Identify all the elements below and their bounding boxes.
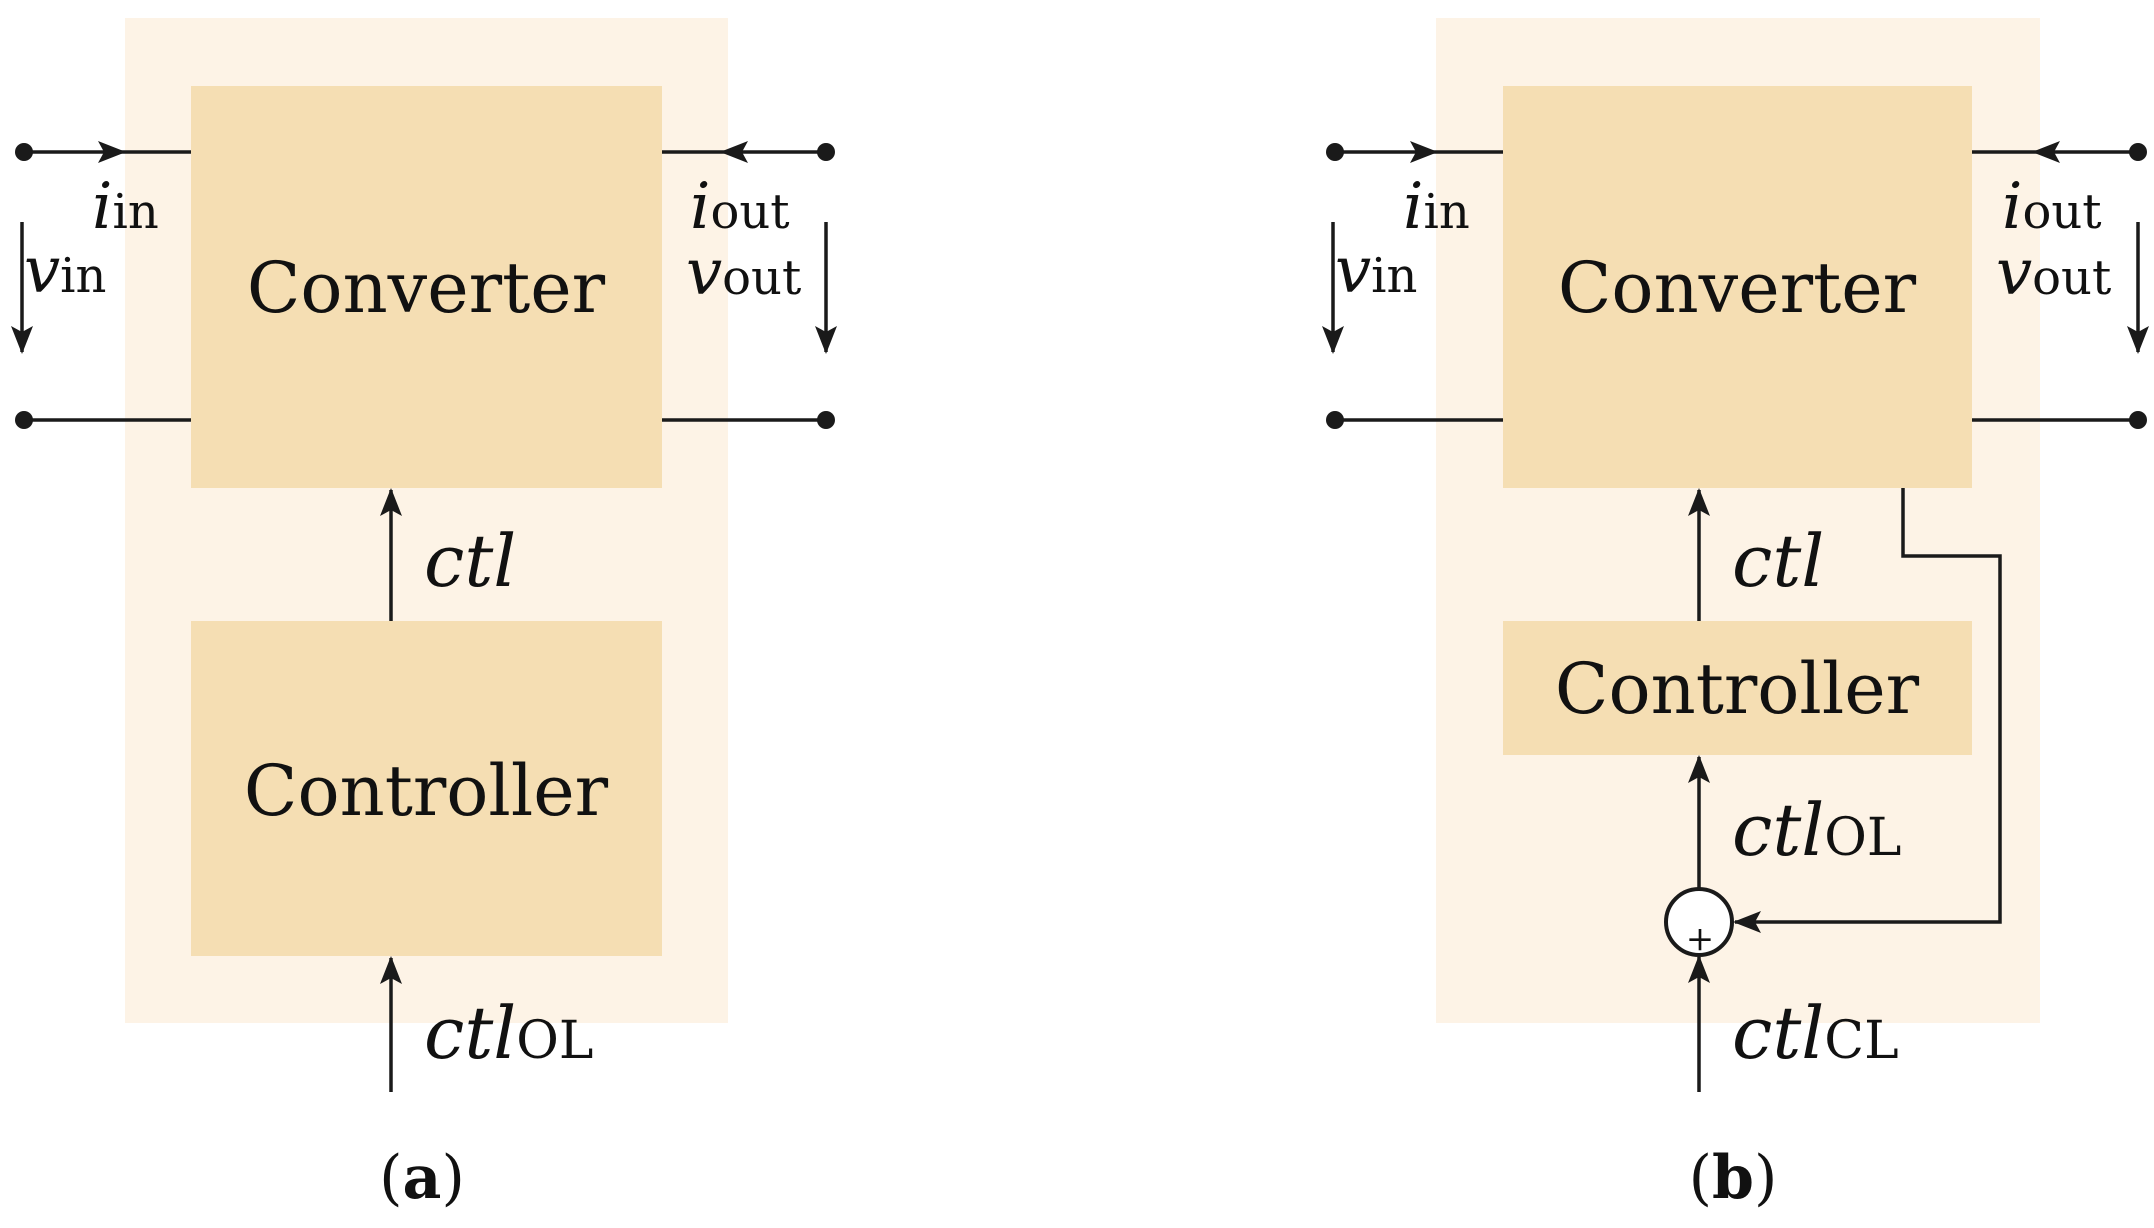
i-out-label: iout (690, 170, 790, 244)
ctl-label: ctl (1732, 519, 1824, 603)
input-top-terminal (15, 143, 33, 161)
controller-block (1503, 621, 1972, 755)
output-top-terminal (2129, 143, 2147, 161)
v-out-label: vout (1996, 236, 2111, 310)
i-in-label: iin (1403, 170, 1470, 244)
caption-a: (a) (379, 1143, 465, 1213)
ctl-ol-label: ctlOL (424, 991, 593, 1075)
i-out-label: iout (2002, 170, 2102, 244)
input-bottom-terminal (1326, 411, 1344, 429)
converter-label: Converter (1558, 247, 1917, 329)
output-current-arrow (2032, 141, 2060, 163)
output-bottom-terminal (817, 411, 835, 429)
input-current-arrow (98, 141, 126, 163)
ctl-label: ctl (424, 519, 516, 603)
converter-block (1503, 86, 1972, 488)
controller-label: Controller (244, 750, 609, 832)
output-top-terminal (817, 143, 835, 161)
ctl-ol-label: ctlOL (1732, 788, 1901, 872)
input-top-terminal (1326, 143, 1344, 161)
panel-a: Converter Controller iin vin iout vout (11, 18, 837, 1213)
panel-b: Converter Controller iin vin iout vout (1322, 18, 2149, 1213)
i-in-label: iin (92, 170, 159, 244)
output-current-arrow (720, 141, 748, 163)
ctl-cl-label: ctlCL (1732, 991, 1899, 1075)
controller-label: Controller (1555, 648, 1920, 730)
summing-plus-sign: + (1686, 919, 1715, 959)
converter-label: Converter (247, 247, 606, 329)
output-bottom-terminal (2129, 411, 2147, 429)
v-out-label: vout (686, 236, 801, 310)
input-current-arrow (1410, 141, 1438, 163)
feedback-path (1733, 488, 2002, 933)
converter-block (191, 86, 662, 488)
input-bottom-terminal (15, 411, 33, 429)
v-in-label: vin (1335, 234, 1417, 308)
v-in-label: vin (24, 234, 106, 308)
controller-block (191, 621, 662, 956)
caption-b: (b) (1689, 1143, 1778, 1213)
